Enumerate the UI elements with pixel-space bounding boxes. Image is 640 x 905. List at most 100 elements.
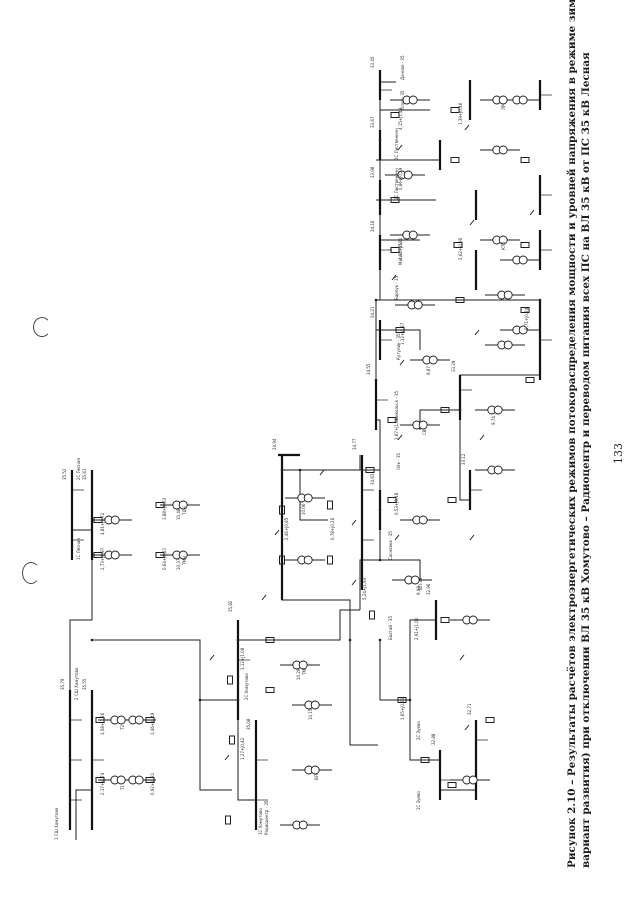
- junctions: [90, 138, 542, 762]
- wire: [459, 410, 470, 501]
- transformer-winding: [403, 170, 413, 180]
- power-flow-label-f-9: 3,12+j1,08: [240, 647, 245, 670]
- disconnector-blade: [464, 724, 470, 731]
- switch: [327, 555, 333, 565]
- equipment-label-e-3: ТДН: [182, 506, 187, 516]
- switch: [265, 687, 275, 693]
- switch: [225, 815, 231, 825]
- wire: [92, 639, 238, 701]
- transformer-winding: [310, 700, 320, 710]
- transformer-winding: [134, 715, 144, 725]
- switch: [155, 552, 165, 558]
- bus-voltage-label-v-18: 32,96: [426, 583, 431, 595]
- disconnector-blade: [474, 329, 480, 336]
- substation-label-ps-8: 1С Зуево: [416, 791, 421, 810]
- disconnector-blade: [479, 434, 485, 441]
- power-flow-label-f-4: 0,92+j0,31: [150, 772, 155, 795]
- transformer-winding: [116, 715, 126, 725]
- transformer-winding: [498, 95, 508, 105]
- junction-dot: [374, 378, 378, 382]
- binder-hole-mark: [22, 562, 40, 584]
- transformer-winding: [110, 515, 120, 525]
- junction-dot: [378, 558, 382, 562]
- transformer-winding: [298, 820, 308, 830]
- wire: [75, 700, 93, 840]
- switch: [155, 502, 165, 508]
- substation-label-ps-14: Кутулик - 35: [396, 333, 401, 360]
- wire: [349, 640, 378, 746]
- binder-hole-mark: [33, 317, 51, 337]
- wire: [69, 470, 93, 700]
- bus-voltage-label-v-2: 35,55: [82, 678, 87, 690]
- transformer-winding: [518, 325, 528, 335]
- wire: [359, 510, 381, 610]
- substation-label-ps-9: 2С Зуево: [416, 721, 421, 740]
- substation-label-ps-4: 1С Хомутово: [258, 808, 263, 835]
- switch: [387, 497, 397, 503]
- disconnector-blade: [391, 274, 397, 281]
- switch: [390, 112, 400, 118]
- substation-label-ps-5: Радиоцентр - 35: [264, 800, 269, 835]
- switch: [390, 197, 400, 203]
- bus-voltage-label-v-25: 10,06: [301, 503, 306, 515]
- junction-dot: [438, 758, 442, 762]
- transformer-winding: [410, 575, 420, 585]
- switch: [227, 675, 233, 685]
- disconnector-blade: [469, 534, 475, 541]
- bus-voltage-label-v-3: 35,52: [62, 468, 67, 480]
- switch: [485, 717, 495, 723]
- bus-voltage-label-v-10: 34,55: [366, 363, 371, 375]
- equipment-label-e-1: Т1: [120, 785, 125, 791]
- disconnector-blade: [397, 144, 403, 151]
- bus-voltage-label-v-26: 9,98: [416, 586, 421, 595]
- transformer-winding: [498, 235, 508, 245]
- equipment-label-e-8: СВ: [422, 429, 427, 435]
- transformer-winding: [418, 515, 428, 525]
- power-flow-label-f-13: 5,24+j1,93: [362, 577, 367, 600]
- substation-label-ps-16: Мегет - 35: [398, 243, 403, 265]
- bus-voltage-label-v-11: 34,21: [370, 306, 375, 318]
- transformer-winding: [503, 290, 513, 300]
- switch: [365, 467, 375, 473]
- bus-voltage-label-v-24: 10,15: [308, 708, 313, 720]
- switch: [279, 555, 285, 565]
- substation-label-ps-17: 2С Лиственичн: [394, 168, 399, 200]
- transformer-winding: [428, 355, 438, 365]
- switch: [95, 777, 105, 783]
- junction-dot: [198, 698, 202, 702]
- transformer-winding: [418, 420, 428, 430]
- wire: [459, 374, 540, 410]
- disconnector-blade: [459, 654, 465, 661]
- transformer-winding: [178, 500, 188, 510]
- bus-voltage-label-v-23: 10,29: [296, 668, 301, 680]
- switch: [279, 505, 285, 515]
- switch: [420, 757, 430, 763]
- junction-dot: [378, 508, 382, 512]
- bus-voltage-label-v-4: 35,61: [82, 468, 87, 480]
- switch: [93, 552, 103, 558]
- transformer-winding: [503, 340, 513, 350]
- switch: [395, 327, 405, 333]
- substation-label-ps-11: Сосновка - 35: [388, 531, 393, 560]
- equipment-label-e-6: ВЛ: [314, 774, 319, 780]
- bus-voltage-label-v-19: 32,88: [431, 733, 436, 745]
- bus-voltage-label-v-27: 9,87: [426, 366, 431, 375]
- wire: [299, 470, 328, 521]
- bus-voltage-label-v-12: 34,16: [370, 220, 375, 232]
- equipment-label-e-4: ТМН: [182, 556, 187, 566]
- power-flow-label-f-2: 2,17+j0,74: [100, 772, 105, 795]
- disconnector-blade: [224, 754, 230, 761]
- bus-voltage-label-v-5: 35,82: [228, 600, 233, 612]
- switch: [447, 782, 457, 788]
- equipment-label-e-9: ЛР: [501, 104, 506, 110]
- junction-dot: [298, 468, 302, 472]
- bus-voltage-label-v-21: 10,48: [176, 508, 181, 520]
- substation-label-ps-20: Дачная - 35: [400, 55, 405, 80]
- junction-dot: [374, 298, 378, 302]
- substation-label-ps-12: Оёк - 35: [396, 452, 401, 470]
- figure-caption-line-2: вариант развития) при отключении ВЛ 35 к…: [580, 52, 592, 868]
- power-flow-label-f-24: 0,71+j0,24: [524, 307, 529, 330]
- disconnector-blade: [209, 654, 215, 661]
- substation-label-ps-19: Олха - 35: [400, 90, 405, 110]
